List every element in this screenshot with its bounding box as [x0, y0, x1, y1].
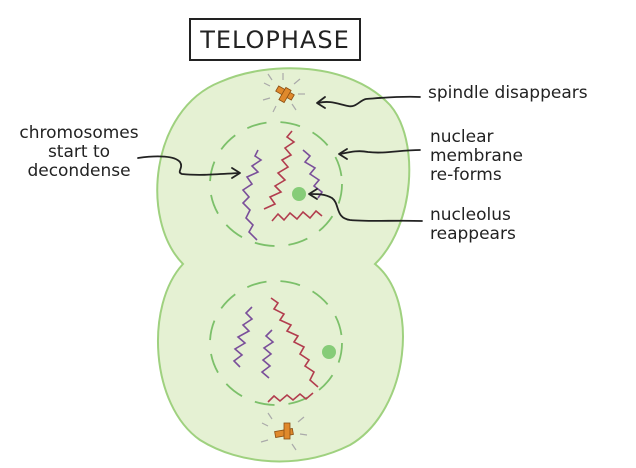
chromosome-bottom-1 [232, 306, 254, 368]
chromosome-top-1 [241, 149, 263, 241]
arrow-spindle [317, 95, 421, 108]
nucleolus-bottom [322, 345, 336, 359]
centrosome-bottom [260, 412, 308, 451]
chromosome-top-4 [271, 209, 323, 222]
diagram-title: TELOPHASE [189, 18, 361, 61]
nuclear-membrane-top [209, 121, 343, 247]
centrosome-top [262, 73, 305, 113]
arrow-nucleolus [309, 193, 423, 222]
chromosome-top-3 [302, 149, 324, 199]
chromosome-bottom-4 [267, 392, 314, 403]
label-chromosomes: chromosomes start to decondense [19, 123, 139, 181]
cell-membrane [156, 67, 411, 463]
label-spindle: spindle disappears [428, 83, 588, 103]
chromosome-bottom-3 [270, 297, 319, 388]
arrow-nuclear [339, 149, 421, 155]
label-nucleolus: nucleolus reappears [430, 205, 516, 244]
arrow-chromosomes [137, 155, 240, 176]
chromosome-bottom-2 [260, 329, 275, 379]
chromosome-top-2 [263, 130, 296, 210]
label-nuclear: nuclear membrane re-forms [430, 127, 524, 185]
nucleolus-top [292, 187, 306, 201]
nuclear-membrane-bottom [209, 280, 343, 406]
